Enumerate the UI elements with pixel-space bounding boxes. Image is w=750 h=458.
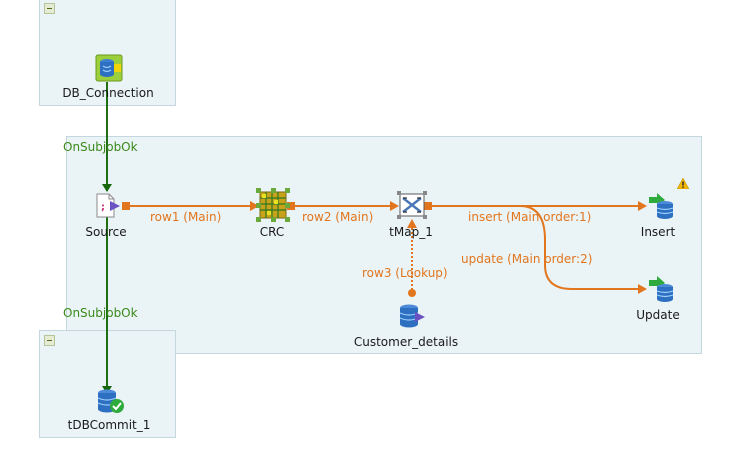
- component-source[interactable]: ;: [94, 193, 122, 219]
- link-label-row1[interactable]: row1 (Main): [150, 210, 222, 224]
- db-connection-icon: [95, 54, 123, 82]
- link-row3-start: [408, 289, 416, 297]
- link-label-update[interactable]: update (Main order:2): [461, 252, 593, 266]
- link-insert-start: [424, 202, 432, 210]
- link-row3-arrow: [407, 219, 417, 228]
- db-commit-icon: [97, 389, 124, 413]
- link-row2-arrow: [390, 201, 399, 211]
- warning-icon[interactable]: [677, 178, 689, 189]
- db-output-icon: [649, 193, 674, 219]
- component-label-source: Source: [85, 225, 127, 239]
- db-output-icon: [649, 276, 674, 302]
- component-tmap[interactable]: [397, 191, 427, 219]
- component-update[interactable]: [645, 275, 675, 303]
- db-input-icon: [399, 304, 425, 328]
- component-label-update: Update: [636, 308, 680, 322]
- file-input-icon: ;: [96, 193, 120, 218]
- component-customer-details[interactable]: [397, 302, 427, 330]
- link-update-arrow: [638, 284, 647, 294]
- component-insert[interactable]: [645, 192, 675, 220]
- component-db-connection[interactable]: [95, 54, 123, 82]
- link-label-row2[interactable]: row2 (Main): [302, 210, 374, 224]
- component-label-tmap: tMap_1: [389, 225, 433, 239]
- component-dbcommit[interactable]: [95, 387, 125, 415]
- link-row1-arrow: [250, 201, 259, 211]
- link-row1-start: [122, 202, 130, 210]
- component-label-dbcommit: tDBCommit_1: [67, 418, 151, 432]
- link-insert-arrow: [638, 201, 647, 211]
- collapse-subjob-button[interactable]: [44, 335, 55, 346]
- crc-grid-icon: [256, 188, 290, 222]
- trigger-label-bottom[interactable]: OnSubjobOk: [63, 306, 138, 320]
- link-row2-start: [287, 202, 295, 210]
- link-label-insert[interactable]: insert (Main order:1): [468, 210, 592, 224]
- tmap-icon: [397, 191, 427, 219]
- link-update[interactable]: [432, 205, 645, 290]
- component-label-db-connection: DB_Connection: [62, 86, 154, 100]
- component-crc[interactable]: [256, 188, 290, 222]
- warning-triangle: [677, 178, 689, 189]
- component-label-crc: CRC: [259, 225, 285, 239]
- svg-text:;: ;: [101, 202, 105, 213]
- subjob-main: [66, 136, 702, 354]
- trigger-label-top[interactable]: OnSubjobOk: [63, 140, 138, 154]
- trigger-arrow-top: [102, 184, 112, 192]
- component-label-customer-details: Customer_details: [353, 335, 459, 349]
- component-label-insert: Insert: [640, 225, 676, 239]
- collapse-subjob-button[interactable]: [44, 3, 55, 14]
- link-label-row3[interactable]: row3 (Lookup): [362, 266, 448, 280]
